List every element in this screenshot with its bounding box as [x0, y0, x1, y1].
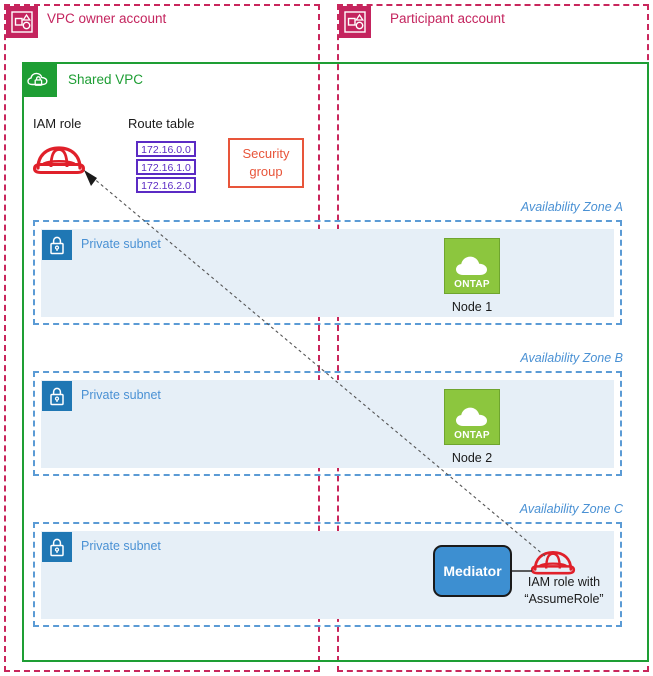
security-group-box: Security group: [228, 138, 304, 188]
private-subnet-a-label: Private subnet: [81, 237, 161, 251]
hard-hat-icon: [524, 543, 582, 582]
iam-role-label: IAM role: [33, 116, 82, 131]
node-2-label: Node 2: [451, 451, 493, 465]
ontap-badge-text: ONTAP: [454, 279, 490, 290]
participant-account-label: Participant account: [390, 11, 505, 26]
route-table-label: Route table: [128, 116, 195, 131]
lock-icon: [42, 532, 72, 562]
cloud-icon: [456, 407, 487, 426]
vpc-owner-account-label: VPC owner account: [47, 11, 167, 26]
lock-icon: [42, 381, 72, 411]
hard-hat-icon: [30, 137, 88, 182]
availability-zone-a-label: Availability Zone A: [520, 200, 623, 214]
shared-vpc-label: Shared VPC: [68, 72, 144, 87]
ontap-badge-text: ONTAP: [454, 430, 490, 441]
mediator-node: Mediator: [433, 545, 512, 597]
lock-icon: [42, 230, 72, 260]
security-group-line1: Security: [242, 146, 290, 161]
shared-vpc-boundary: [22, 62, 649, 662]
private-subnet-b-label: Private subnet: [81, 388, 161, 402]
aws-account-icon: [6, 6, 38, 38]
ontap-node-1-icon: ONTAP: [444, 238, 500, 294]
ontap-node-2-icon: ONTAP: [444, 389, 500, 445]
node-1-label: Node 1: [451, 300, 493, 314]
iam-note-line1: IAM role with: [527, 575, 601, 589]
iam-note-line2: “AssumeRole”: [524, 592, 604, 606]
vpc-cloud-lock-icon: [23, 63, 57, 97]
route-entry: 172.16.1.0: [136, 159, 196, 175]
security-group-line2: group: [249, 164, 283, 179]
availability-zone-c-label: Availability Zone C: [519, 502, 623, 516]
availability-zone-b-label: Availability Zone B: [520, 351, 623, 365]
private-subnet-c-label: Private subnet: [81, 539, 161, 553]
aws-account-icon: [339, 6, 371, 38]
cloud-icon: [456, 256, 487, 275]
mediator-iam-role-note: IAM role with “AssumeRole”: [505, 574, 623, 608]
route-entry: 172.16.0.0: [136, 141, 196, 157]
route-entry: 172.16.2.0: [136, 177, 196, 193]
